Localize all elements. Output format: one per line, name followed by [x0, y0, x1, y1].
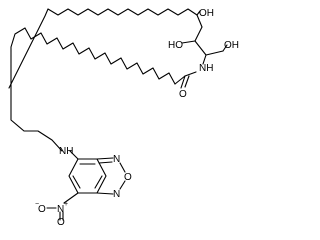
atom-label-amine-nh: NH [59, 146, 73, 157]
benzoxadiazole-ring [63, 150, 126, 204]
atom-label-ring-n-bottom: N [113, 189, 120, 200]
atom-label-oh-c1: OH [224, 40, 239, 51]
atom-label-ho-c4: HO [168, 40, 183, 51]
acyl-chain [10, 27, 176, 152]
atom-label-nitro-o: O [57, 217, 65, 226]
atom-label-nitro-n: N [57, 204, 64, 215]
chemical-structure-diagram: OH HO OH NH O NH N O N O − N + O [8, 8, 239, 226]
charge-minus: − [35, 201, 39, 208]
atom-label-ring-o: O [124, 172, 132, 183]
atom-label-carbonyl-o: O [179, 89, 187, 100]
atom-label-oh-c3: OH [199, 8, 214, 19]
sphingoid-alkyl-chain [8, 8, 201, 89]
nitro-group [46, 207, 64, 221]
charge-plus: + [64, 201, 68, 208]
sphingoid-head-group [181, 14, 228, 65]
amide-linkage [174, 71, 197, 89]
atom-label-ring-n-top: N [113, 154, 120, 165]
atom-label-nitro-o-minus: O [38, 204, 46, 215]
atom-label-amide-nh: NH [199, 63, 213, 74]
